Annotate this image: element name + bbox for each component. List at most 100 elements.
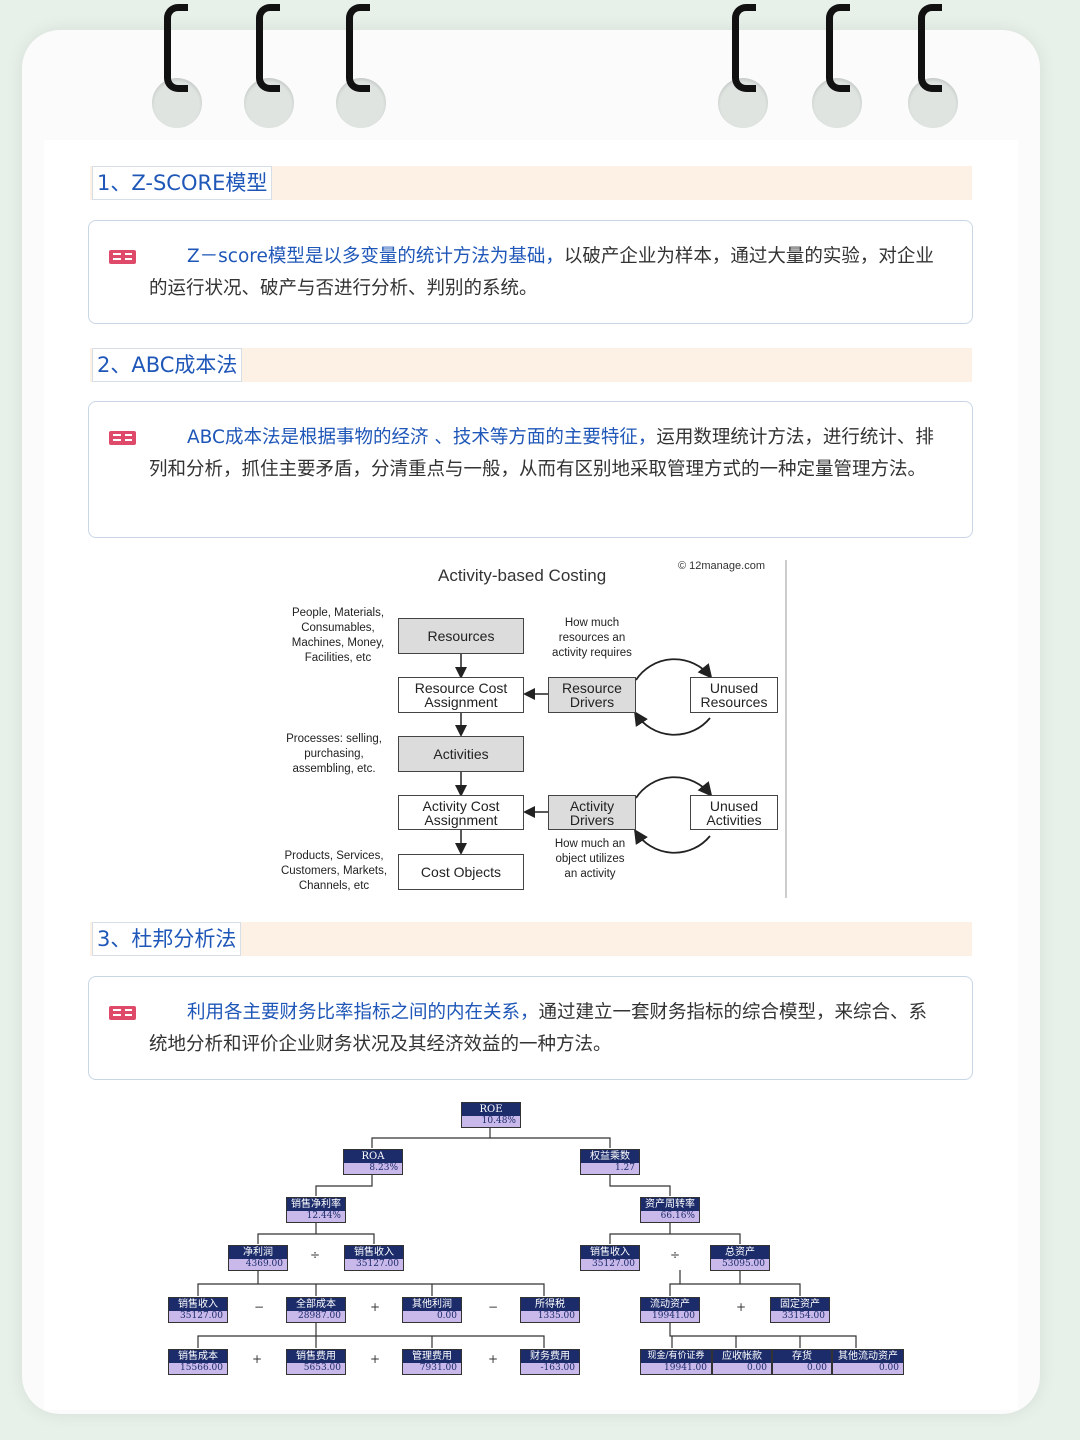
node-value: 33154.00: [771, 1311, 829, 1322]
plus-operator: +: [370, 1352, 381, 1366]
node-unused-activities: Unused Activities: [690, 795, 778, 830]
label-products: Products, Services, Customers, Markets, …: [280, 850, 388, 892]
ticket-icon: [109, 431, 136, 445]
node-value: 28987.00: [287, 1311, 345, 1322]
node-value: 66.16%: [641, 1211, 699, 1222]
node-label: 资产周转率: [641, 1198, 699, 1211]
node-resource-drivers: Resource Drivers: [548, 677, 636, 713]
divide-operator: ÷: [310, 1248, 321, 1262]
binder-ring: [256, 4, 280, 92]
node-value: 35127.00: [345, 1259, 403, 1270]
divide-operator: ÷: [670, 1248, 681, 1262]
node-value: 1.27: [581, 1163, 639, 1174]
node-label: 应收帐款: [713, 1350, 771, 1363]
node-resources: Resources: [398, 618, 524, 654]
section-title: 3、杜邦分析法: [92, 922, 242, 956]
node-label: 销售收入: [581, 1246, 639, 1259]
node-label: 销售费用: [287, 1350, 345, 1363]
definition-highlight: Z－score模型是以多变量的统计方法为基础，: [187, 246, 564, 267]
definition-body: 通过建立一套财务指标的综合模型，来综合、系统地分析和评价企业财务状况及其经济效益…: [149, 1002, 928, 1055]
label-object-utilization: How much an object utilizes an activity: [554, 838, 626, 880]
node-label: 总资产: [711, 1246, 769, 1259]
binder-ring: [826, 4, 850, 92]
node-activity-drivers: Activity Drivers: [548, 795, 636, 830]
node-label: 财务费用: [521, 1350, 579, 1363]
abc-diagram: Activity-based Costing © 12manage.com Re…: [270, 556, 790, 902]
node-value: 35127.00: [169, 1311, 227, 1322]
node-label: ROE: [462, 1103, 520, 1116]
node-label: 销售净利率: [287, 1198, 345, 1211]
node-label: 销售收入: [345, 1246, 403, 1259]
node-label: ROA: [344, 1150, 402, 1163]
node-value: 35127.00: [581, 1259, 639, 1270]
label-resource-types: People, Materials, Consumables, Machines…: [291, 607, 385, 664]
definition-highlight: 利用各主要财务比率指标之间的内在关系，: [187, 1002, 539, 1023]
node-label: 固定资产: [771, 1298, 829, 1311]
node-value: 0.00: [713, 1363, 771, 1374]
node-cost-objects: Cost Objects: [398, 854, 524, 890]
node-label: 净利润: [229, 1246, 287, 1259]
node-activities: Activities: [398, 736, 524, 772]
node-value: 15566.00: [169, 1363, 227, 1374]
node-unused-resources: Unused Resources: [690, 677, 778, 713]
node-label: 其他利润: [403, 1298, 461, 1311]
node-activity-cost-assignment: Activity Cost Assignment: [398, 795, 524, 830]
node-resource-cost-assignment: Resource Cost Assignment: [398, 677, 524, 713]
node-value: -163.00: [521, 1363, 579, 1374]
definition-body: 运用数理统计方法，进行统计、排列和分析，抓住主要矛盾，分清重点与一般，从而有区别…: [149, 427, 934, 480]
node-label: 所得税: [521, 1298, 579, 1311]
definition-highlight: ABC成本法是根据事物的经济 、技术等方面的主要特征，: [187, 427, 657, 448]
ticket-icon: [109, 1006, 136, 1020]
section-title: 2、ABC成本法: [92, 348, 243, 382]
binder-ring: [164, 4, 188, 92]
node-value: 19941.00: [641, 1363, 711, 1374]
node-value: 8.23%: [344, 1163, 402, 1174]
node-label: 流动资产: [641, 1298, 699, 1311]
binder-ring: [918, 4, 942, 92]
copyright: © 12manage.com: [678, 560, 765, 572]
node-value: 0.00: [773, 1363, 831, 1374]
definition-box: ABC成本法是根据事物的经济 、技术等方面的主要特征，运用数理统计方法，进行统计…: [88, 401, 973, 538]
node-label: 销售成本: [169, 1350, 227, 1363]
diagram-title: Activity-based Costing: [438, 566, 607, 585]
node-finance-expense: 财务费用-163.00: [520, 1349, 580, 1375]
node-label: 管理费用: [403, 1350, 461, 1363]
node-value: 53095.00: [711, 1259, 769, 1270]
node-label: 销售收入: [169, 1298, 227, 1311]
definition-text: ABC成本法是根据事物的经济 、技术等方面的主要特征，运用数理统计方法，进行统计…: [149, 422, 942, 486]
definition-box: 利用各主要财务比率指标之间的内在关系，通过建立一套财务指标的综合模型，来综合、系…: [88, 976, 973, 1080]
section-title: 1、Z-SCORE模型: [92, 166, 273, 200]
binder-ring: [732, 4, 756, 92]
node-value: 10.48%: [462, 1116, 520, 1127]
node-value: 4369.00: [229, 1259, 287, 1270]
label-resource-requirement: How much resources an activity requires: [552, 617, 632, 659]
plus-operator: +: [488, 1352, 499, 1366]
node-value: 7931.00: [403, 1363, 461, 1374]
node-value: 5653.00: [287, 1363, 345, 1374]
node-label: 权益乘数: [581, 1150, 639, 1163]
dupont-connectors: [197, 1125, 857, 1348]
abc-connectors: [455, 560, 787, 898]
definition-body: 以破产企业为样本，通过大量的实验，对企业的运行状况、破产与否进行分析、判别的系统…: [149, 246, 934, 299]
node-value: 0.00: [833, 1363, 903, 1374]
definition-text: 利用各主要财务比率指标之间的内在关系，通过建立一套财务指标的综合模型，来综合、系…: [149, 997, 942, 1061]
